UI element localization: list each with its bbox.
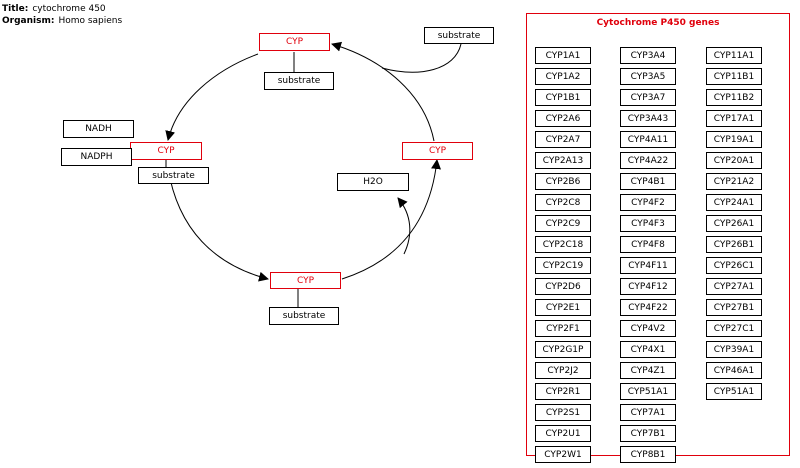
cycle-arc-right-top bbox=[331, 41, 435, 142]
h2o-node[interactable]: H2O bbox=[337, 173, 409, 191]
h2o-release-arc bbox=[397, 197, 411, 255]
gene-box[interactable]: CYP4A22 bbox=[620, 152, 676, 169]
substrate-node-top[interactable]: substrate bbox=[264, 72, 334, 90]
gene-box[interactable]: CYP11B1 bbox=[706, 68, 762, 85]
gene-box[interactable]: CYP2B6 bbox=[535, 173, 591, 190]
gene-box[interactable]: CYP27B1 bbox=[706, 299, 762, 316]
gene-box[interactable]: CYP4X1 bbox=[620, 341, 676, 358]
nadph-node[interactable]: NADPH bbox=[61, 148, 132, 166]
gene-box[interactable]: CYP20A1 bbox=[706, 152, 762, 169]
gene-box[interactable]: CYP2C18 bbox=[535, 236, 591, 253]
genes-panel-title: Cytochrome P450 genes bbox=[596, 18, 720, 28]
gene-box[interactable]: CYP46A1 bbox=[706, 362, 762, 379]
gene-box[interactable]: CYP3A5 bbox=[620, 68, 676, 85]
gene-box[interactable]: CYP2C19 bbox=[535, 257, 591, 274]
substrate-node-left[interactable]: substrate bbox=[138, 167, 209, 184]
gene-box[interactable]: CYP4F2 bbox=[620, 194, 676, 211]
cyp-node-bottom[interactable]: CYP bbox=[270, 272, 341, 289]
gene-box[interactable]: CYP26A1 bbox=[706, 215, 762, 232]
gene-box[interactable]: CYP8B1 bbox=[620, 446, 676, 463]
gene-box[interactable]: CYP4F8 bbox=[620, 236, 676, 253]
gene-box[interactable]: CYP3A4 bbox=[620, 47, 676, 64]
gene-box[interactable]: CYP2F1 bbox=[535, 320, 591, 337]
organism-line: Organism:Homo sapiens bbox=[2, 15, 122, 27]
substrate-node-bottom[interactable]: substrate bbox=[269, 307, 339, 325]
gene-box[interactable]: CYP4V2 bbox=[620, 320, 676, 337]
gene-box[interactable]: CYP3A7 bbox=[620, 89, 676, 106]
gene-box[interactable]: CYP1A1 bbox=[535, 47, 591, 64]
gene-box[interactable]: CYP2W1 bbox=[535, 446, 591, 463]
gene-box[interactable]: CYP2A13 bbox=[535, 152, 591, 169]
cycle-arc-bottom-right bbox=[341, 159, 442, 280]
gene-box[interactable]: CYP1B1 bbox=[535, 89, 591, 106]
gene-box[interactable]: CYP4Z1 bbox=[620, 362, 676, 379]
substrate-node-top-right[interactable]: substrate bbox=[424, 27, 494, 44]
gene-box[interactable]: CYP39A1 bbox=[706, 341, 762, 358]
gene-box[interactable]: CYP19A1 bbox=[706, 131, 762, 148]
gene-box[interactable]: CYP2C8 bbox=[535, 194, 591, 211]
gene-box[interactable]: CYP2A6 bbox=[535, 110, 591, 127]
cyp-node-right[interactable]: CYP bbox=[402, 142, 473, 160]
nadh-node[interactable]: NADH bbox=[63, 120, 134, 138]
cyp-node-left[interactable]: CYP bbox=[130, 142, 202, 160]
organism-label: Organism: bbox=[2, 16, 55, 26]
organism-value: Homo sapiens bbox=[58, 16, 123, 26]
gene-box[interactable]: CYP2J2 bbox=[535, 362, 591, 379]
gene-box[interactable]: CYP7B1 bbox=[620, 425, 676, 442]
gene-box[interactable]: CYP2A7 bbox=[535, 131, 591, 148]
gene-box[interactable]: CYP26B1 bbox=[706, 236, 762, 253]
gene-box[interactable]: CYP26C1 bbox=[706, 257, 762, 274]
gene-box[interactable]: CYP2S1 bbox=[535, 404, 591, 421]
gene-box[interactable]: CYP24A1 bbox=[706, 194, 762, 211]
gene-box[interactable]: CYP4F22 bbox=[620, 299, 676, 316]
gene-box[interactable]: CYP11B2 bbox=[706, 89, 762, 106]
title-line: Title:cytochrome 450 bbox=[2, 3, 106, 15]
gene-box[interactable]: CYP51A1 bbox=[620, 383, 676, 400]
title-value: cytochrome 450 bbox=[32, 4, 106, 14]
gene-box[interactable]: CYP2D6 bbox=[535, 278, 591, 295]
gene-box[interactable]: CYP51A1 bbox=[706, 383, 762, 400]
cycle-arc-left-bottom bbox=[167, 167, 269, 282]
gene-box[interactable]: CYP2U1 bbox=[535, 425, 591, 442]
cyp-node-top[interactable]: CYP bbox=[259, 33, 330, 51]
gene-box[interactable]: CYP4A11 bbox=[620, 131, 676, 148]
gene-box[interactable]: CYP1A2 bbox=[535, 68, 591, 85]
gene-box[interactable]: CYP2G1P bbox=[535, 341, 591, 358]
gene-box[interactable]: CYP7A1 bbox=[620, 404, 676, 421]
substrate-join-arc bbox=[381, 43, 462, 73]
gene-box[interactable]: CYP27C1 bbox=[706, 320, 762, 337]
gene-box[interactable]: CYP4F12 bbox=[620, 278, 676, 295]
gene-box[interactable]: CYP4B1 bbox=[620, 173, 676, 190]
gene-box[interactable]: CYP4F3 bbox=[620, 215, 676, 232]
gene-box[interactable]: CYP2R1 bbox=[535, 383, 591, 400]
gene-box[interactable]: CYP4F11 bbox=[620, 257, 676, 274]
title-label: Title: bbox=[2, 4, 29, 14]
gene-box[interactable]: CYP27A1 bbox=[706, 278, 762, 295]
cycle-arc-top-left bbox=[165, 53, 259, 141]
gene-box[interactable]: CYP2E1 bbox=[535, 299, 591, 316]
gene-box[interactable]: CYP2C9 bbox=[535, 215, 591, 232]
gene-box[interactable]: CYP3A43 bbox=[620, 110, 676, 127]
gene-box[interactable]: CYP11A1 bbox=[706, 47, 762, 64]
gene-box[interactable]: CYP17A1 bbox=[706, 110, 762, 127]
gene-box[interactable]: CYP21A2 bbox=[706, 173, 762, 190]
